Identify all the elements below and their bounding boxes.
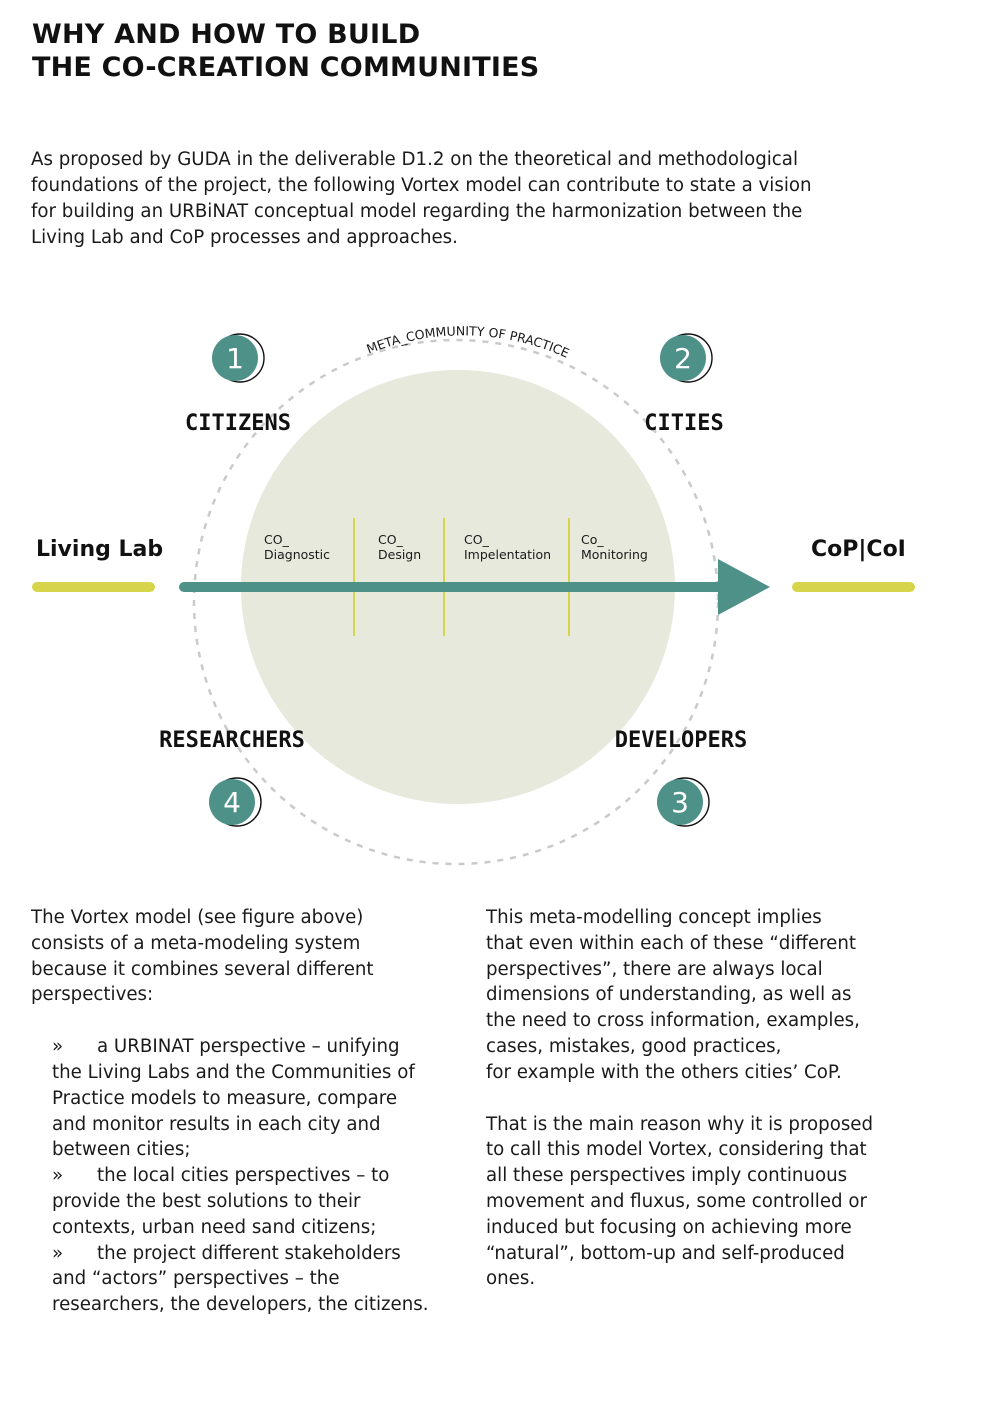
cop-coi-label: CoP|CoI [811, 537, 906, 562]
title-line-2: THE CO-CREATION COMMUNITIES [32, 52, 540, 83]
bullet-line: and monitor results in each city and [52, 1113, 381, 1135]
phase-name: Monitoring [581, 547, 648, 562]
text-line: consists of a meta-modeling system [31, 932, 361, 954]
bullet-line: contexts, urban need sand citizens; [52, 1216, 377, 1238]
bullet-line: between cities; [52, 1139, 191, 1161]
text-line: to call this model Vortex, considering t… [486, 1139, 867, 1161]
text-line: induced but focusing on achieving more [486, 1216, 852, 1238]
phase-name: Impelentation [464, 547, 551, 562]
page-title: WHY AND HOW TO BUILD THE CO-CREATION COM… [32, 18, 539, 84]
text-line: “natural”, bottom-up and self-produced [486, 1242, 845, 1264]
actor-badge-1: 1 [212, 333, 265, 383]
text-line: ones. [486, 1268, 536, 1290]
text-line: perspectives”, there are always local [486, 958, 823, 980]
actor-label-cities: CITIES [644, 411, 723, 436]
text-line: because it combines several different [31, 958, 374, 980]
phase-prefix: CO_ [264, 532, 290, 547]
actor-badge-4: 4 [209, 777, 262, 827]
text-line: The Vortex model (see figure above) [31, 907, 364, 928]
intro-line: Living Lab and CoP processes and approac… [31, 227, 458, 248]
intro-paragraph: As proposed by GUDA in the deliverable D… [31, 147, 931, 251]
badge-number: 4 [223, 786, 241, 819]
bullet-item: » a URBINAT perspective – unifying [31, 1034, 471, 1060]
badge-number: 2 [674, 342, 692, 375]
bullet-text: a URBINAT perspective – unifying [97, 1036, 400, 1058]
bullet-text: the project different stakeholders [97, 1242, 401, 1264]
text-line: dimensions of understanding, as well as [486, 984, 852, 1006]
text-line: perspectives: [31, 984, 154, 1006]
bullet-text: the local cities perspectives – to [97, 1165, 390, 1187]
actor-badge-3: 3 [657, 777, 710, 827]
badge-number: 3 [671, 786, 689, 819]
text-line: movement and fluxus, some controlled or [486, 1190, 867, 1212]
actor-label-developers: DEVELOPERS [615, 728, 747, 753]
phase-name: Design [378, 547, 421, 562]
text-line: that even within each of these “differen… [486, 932, 857, 954]
bullet-line: the Living Labs and the Communities of [52, 1061, 415, 1083]
actor-label-researchers: RESEARCHERS [159, 728, 305, 753]
bullet-line: and “actors” perspectives – the [52, 1268, 340, 1290]
text-line: all these perspectives imply continuous [486, 1165, 848, 1187]
bullet-line: researchers, the developers, the citizen… [52, 1294, 429, 1316]
phase-name: Diagnostic [264, 547, 330, 562]
right-text-column: This meta-modelling concept implies that… [486, 905, 956, 1292]
bullet-mark: » [52, 1165, 64, 1187]
phase-prefix: CO_ [464, 532, 490, 547]
vortex-model-diagram: META_COMMUNITY OF PRACTICE Living Lab Co… [32, 323, 915, 866]
intro-line: for building an URBiNAT conceptual model… [31, 201, 803, 222]
title-line-1: WHY AND HOW TO BUILD [32, 19, 421, 50]
actor-badge-2: 2 [660, 333, 713, 383]
intro-line: foundations of the project, the followin… [31, 175, 812, 196]
intro-line: As proposed by GUDA in the deliverable D… [31, 149, 799, 170]
text-line: for example with the others cities’ CoP. [486, 1061, 842, 1083]
actor-label-citizens: CITIZENS [185, 411, 291, 436]
text-line: This meta-modelling concept implies [486, 907, 822, 928]
meta-community-arc-label: META_COMMUNITY OF PRACTICE [364, 323, 571, 360]
text-line: That is the main reason why it is propos… [486, 1113, 874, 1135]
bullet-mark: » [52, 1036, 64, 1058]
left-text-column: The Vortex model (see figure above) cons… [31, 905, 471, 1318]
living-lab-label: Living Lab [36, 537, 163, 562]
bullet-line: provide the best solutions to their [52, 1190, 361, 1212]
process-arrow-head [718, 559, 770, 615]
bullet-line: Practice models to measure, compare [52, 1087, 398, 1109]
bullet-item: » the project different stakeholders [31, 1241, 471, 1267]
text-line: the need to cross information, examples, [486, 1010, 860, 1032]
bullet-item: » the local cities perspectives – to [31, 1163, 471, 1189]
arc-label-text: META_COMMUNITY OF PRACTICE [364, 323, 571, 360]
bullet-mark: » [52, 1242, 64, 1264]
badge-number: 1 [226, 342, 244, 375]
phase-prefix: CO_ [378, 532, 404, 547]
phase-prefix: Co_ [581, 532, 604, 547]
text-line: cases, mistakes, good practices, [486, 1035, 782, 1057]
